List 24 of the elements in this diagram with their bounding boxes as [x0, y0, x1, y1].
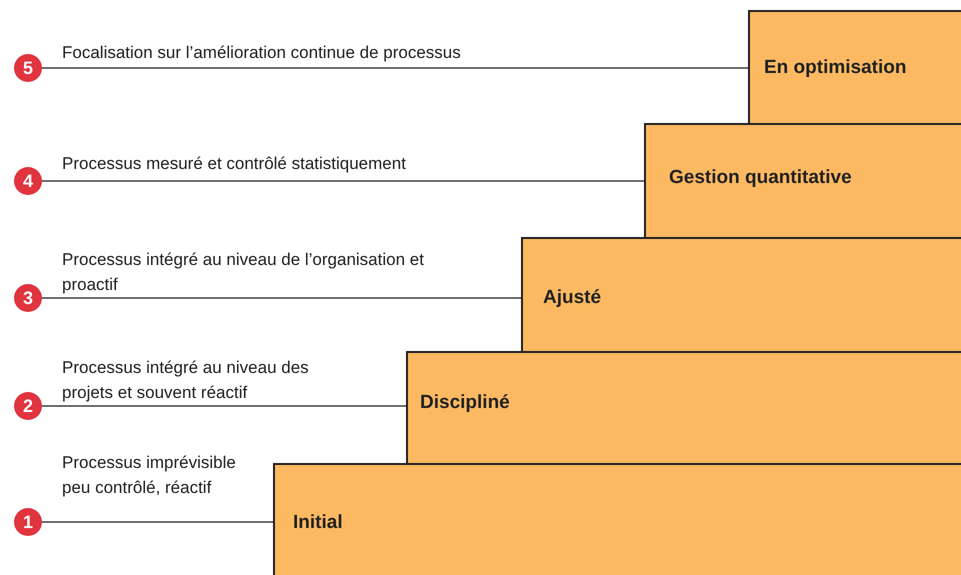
- level-description: Processus intégré au niveau de l’organisation et proactif: [62, 249, 425, 296]
- level-number-badge: 2: [14, 392, 42, 420]
- stair-step: [406, 351, 961, 463]
- leader-line: [42, 67, 748, 69]
- level-number-badge: 3: [14, 284, 42, 312]
- level-name: Discipliné: [420, 392, 510, 414]
- level-name: Gestion quantitative: [669, 167, 852, 189]
- stair-step: [273, 463, 961, 575]
- leader-line: [42, 180, 644, 182]
- leader-line: [42, 405, 406, 407]
- leader-line: [42, 297, 521, 299]
- level-name: Initial: [293, 512, 343, 534]
- stair-step: [521, 237, 961, 351]
- stair-step: [748, 10, 961, 123]
- level-number-badge: 5: [14, 54, 42, 82]
- level-description: Processus intégré au niveau des projets et souvent réactif: [62, 357, 310, 404]
- level-description: Processus imprévisible peu contrôlé, réactif: [62, 452, 237, 499]
- level-description: Processus mesuré et contrôlé statistiquement: [62, 153, 407, 175]
- level-name: En optimisation: [764, 57, 906, 79]
- level-description: Focalisation sur l’amélioration continue de processus: [62, 42, 462, 64]
- stair-step: [644, 123, 961, 237]
- level-number-badge: 1: [14, 508, 42, 536]
- level-number-badge: 4: [14, 167, 42, 195]
- level-name: Ajusté: [543, 287, 602, 309]
